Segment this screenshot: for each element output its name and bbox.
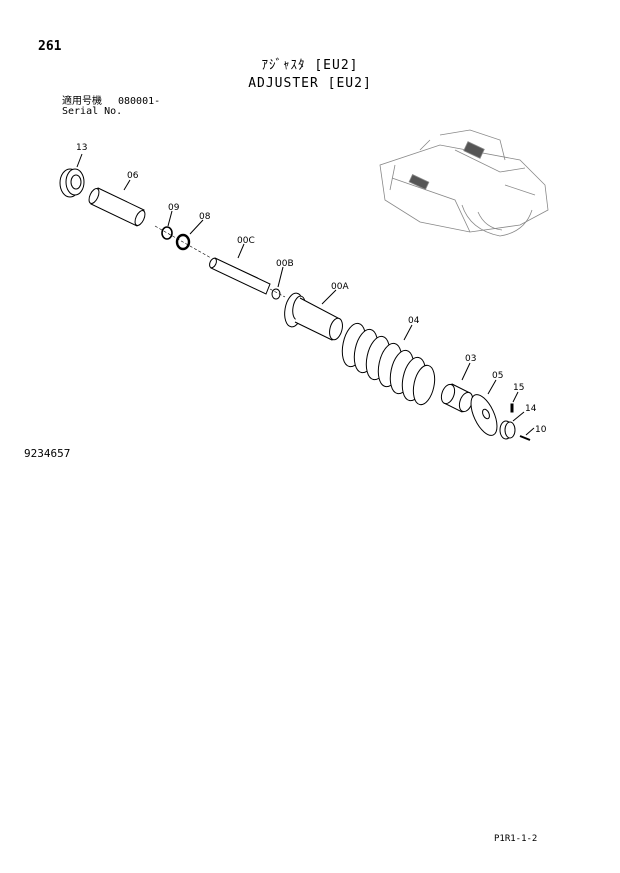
serial-label-japanese: 適用号機 <box>62 96 102 107</box>
part-04-spring <box>341 322 436 406</box>
serial-label-english: Serial No. <box>62 106 123 117</box>
label-14: 14 <box>525 404 537 414</box>
label-05: 05 <box>492 371 503 381</box>
label-08: 08 <box>199 212 211 222</box>
drawing-number: 9234657 <box>24 447 71 460</box>
part-03-collar <box>440 362 474 413</box>
label-04: 04 <box>408 316 420 326</box>
part-00B-ring <box>271 266 284 300</box>
part-08-ring <box>175 219 204 251</box>
part-05-washer <box>470 379 498 436</box>
machine-locator-sketch <box>379 129 549 237</box>
page-number: 261 <box>38 39 62 54</box>
part-10-bolt <box>519 427 535 441</box>
part-00A-cylinder <box>284 289 343 341</box>
label-10: 10 <box>535 425 547 435</box>
label-13: 13 <box>76 143 87 153</box>
label-03: 03 <box>465 354 476 364</box>
part-00C-rod <box>209 243 271 295</box>
label-15: 15 <box>513 383 524 393</box>
part-14-nut <box>499 411 525 440</box>
label-06: 06 <box>127 171 139 181</box>
serial-range: 080001- <box>118 96 161 107</box>
label-09: 09 <box>168 203 180 213</box>
label-00B: 00B <box>276 259 294 269</box>
label-00C: 00C <box>237 236 255 246</box>
title-japanese: ｱｼﾞｬｽﾀ [EU2] <box>261 58 359 73</box>
page-code: P1R1-1-2 <box>494 834 538 844</box>
title-english: ADJUSTER [EU2] <box>248 76 372 91</box>
part-06-pin <box>88 179 146 227</box>
part-13-cap <box>59 153 85 198</box>
part-15-pin <box>510 391 519 413</box>
part-09-ring <box>161 210 173 240</box>
label-00A: 00A <box>331 282 349 292</box>
